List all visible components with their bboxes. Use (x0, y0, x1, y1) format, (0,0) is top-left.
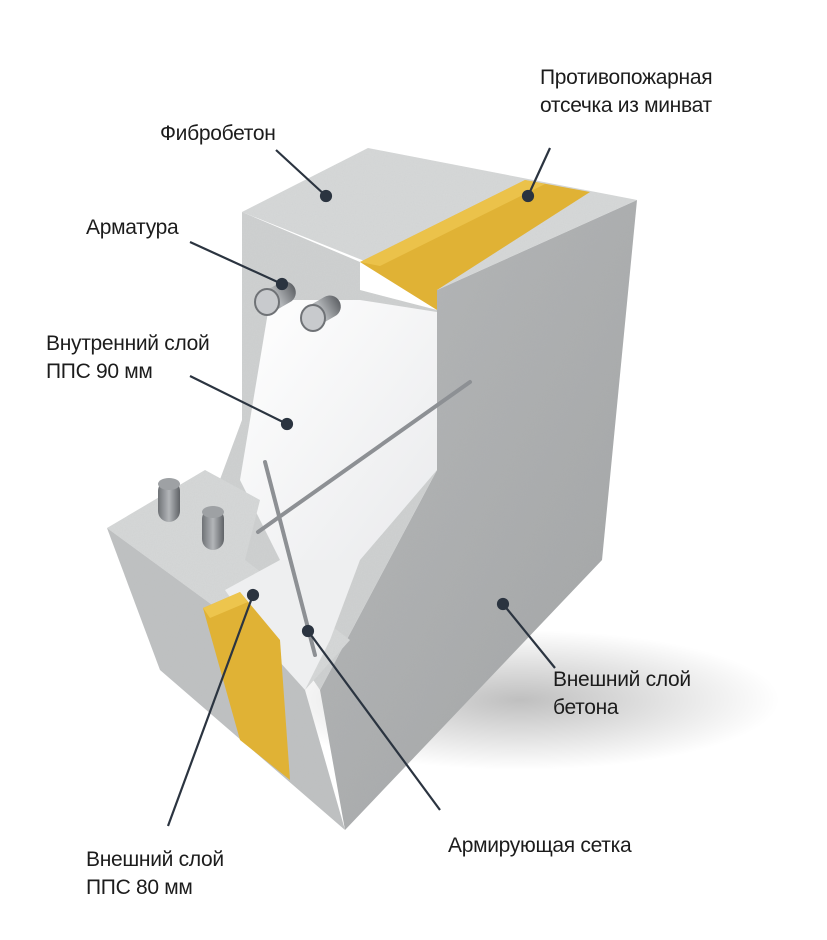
rebar-group-lower (158, 478, 224, 550)
fire-break-side (203, 592, 290, 780)
outer-eps-face (225, 560, 360, 690)
inner-eps-face (240, 300, 437, 560)
mesh-bar-vertical (263, 460, 317, 657)
label-outer-concrete: Внешний слой бетона (553, 668, 691, 719)
leader-lines (166, 147, 556, 827)
mesh-bar-diagonal (256, 380, 472, 534)
label-fire-break: Противопожарная отсечка из минват (540, 66, 713, 117)
label-outer-eps: Внешний слой ППС 80 мм (86, 848, 224, 899)
label-rebar: Арматура (86, 216, 179, 239)
label-mesh: Армирующая сетка (448, 834, 632, 857)
fire-break-top (360, 180, 590, 310)
rebar-group-upper (254, 281, 341, 332)
label-inner-eps: Внутренний слой ППС 90 мм (46, 332, 210, 383)
label-fibrobeton: Фибробетон (160, 122, 276, 145)
